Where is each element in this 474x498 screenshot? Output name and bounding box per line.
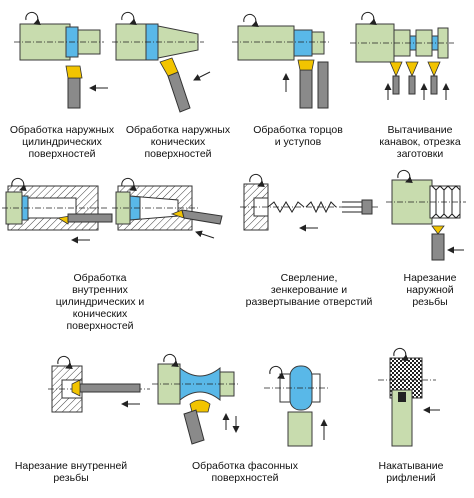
figure-faces-steps bbox=[232, 13, 330, 109]
caption-shaped-surfaces: Обработка фасонных поверхностей bbox=[192, 460, 298, 484]
figure-inner-thread bbox=[48, 355, 150, 413]
figure-drilling bbox=[240, 173, 378, 232]
figure-outer-conical bbox=[112, 11, 211, 113]
caption-grooves-cutoff: Вытачивание канавок, отрезка заготовки bbox=[379, 124, 461, 160]
caption-outer-cylindrical: Обработка наружных цилиндрических поверх… bbox=[9, 124, 115, 160]
figure-shaped-surfaces bbox=[152, 353, 240, 445]
figure-knurled-workpiece bbox=[378, 347, 440, 447]
figure-outer-thread bbox=[386, 169, 466, 261]
caption-outer-thread: Нарезание наружной резьбы bbox=[403, 272, 457, 308]
figure-grooves-cutoff bbox=[350, 11, 454, 100]
figure-outer-cylindrical bbox=[14, 11, 108, 109]
caption-inner-surfaces: Обработка внутренних цилиндрических и ко… bbox=[55, 272, 145, 332]
caption-faces-steps: Обработка торцов и уступов bbox=[253, 124, 343, 148]
figure-inner-cylindrical bbox=[2, 177, 113, 244]
caption-outer-conical: Обработка наружных конических поверхност… bbox=[125, 124, 231, 160]
caption-drilling: Сверление, зенкерование и развертывание … bbox=[245, 272, 373, 308]
caption-knurling: Накатывание рифлений bbox=[378, 460, 444, 484]
figure-knurling bbox=[264, 365, 330, 447]
caption-inner-thread: Нарезание внутренней резьбы bbox=[14, 460, 128, 484]
figure-inner-conical bbox=[112, 177, 223, 239]
